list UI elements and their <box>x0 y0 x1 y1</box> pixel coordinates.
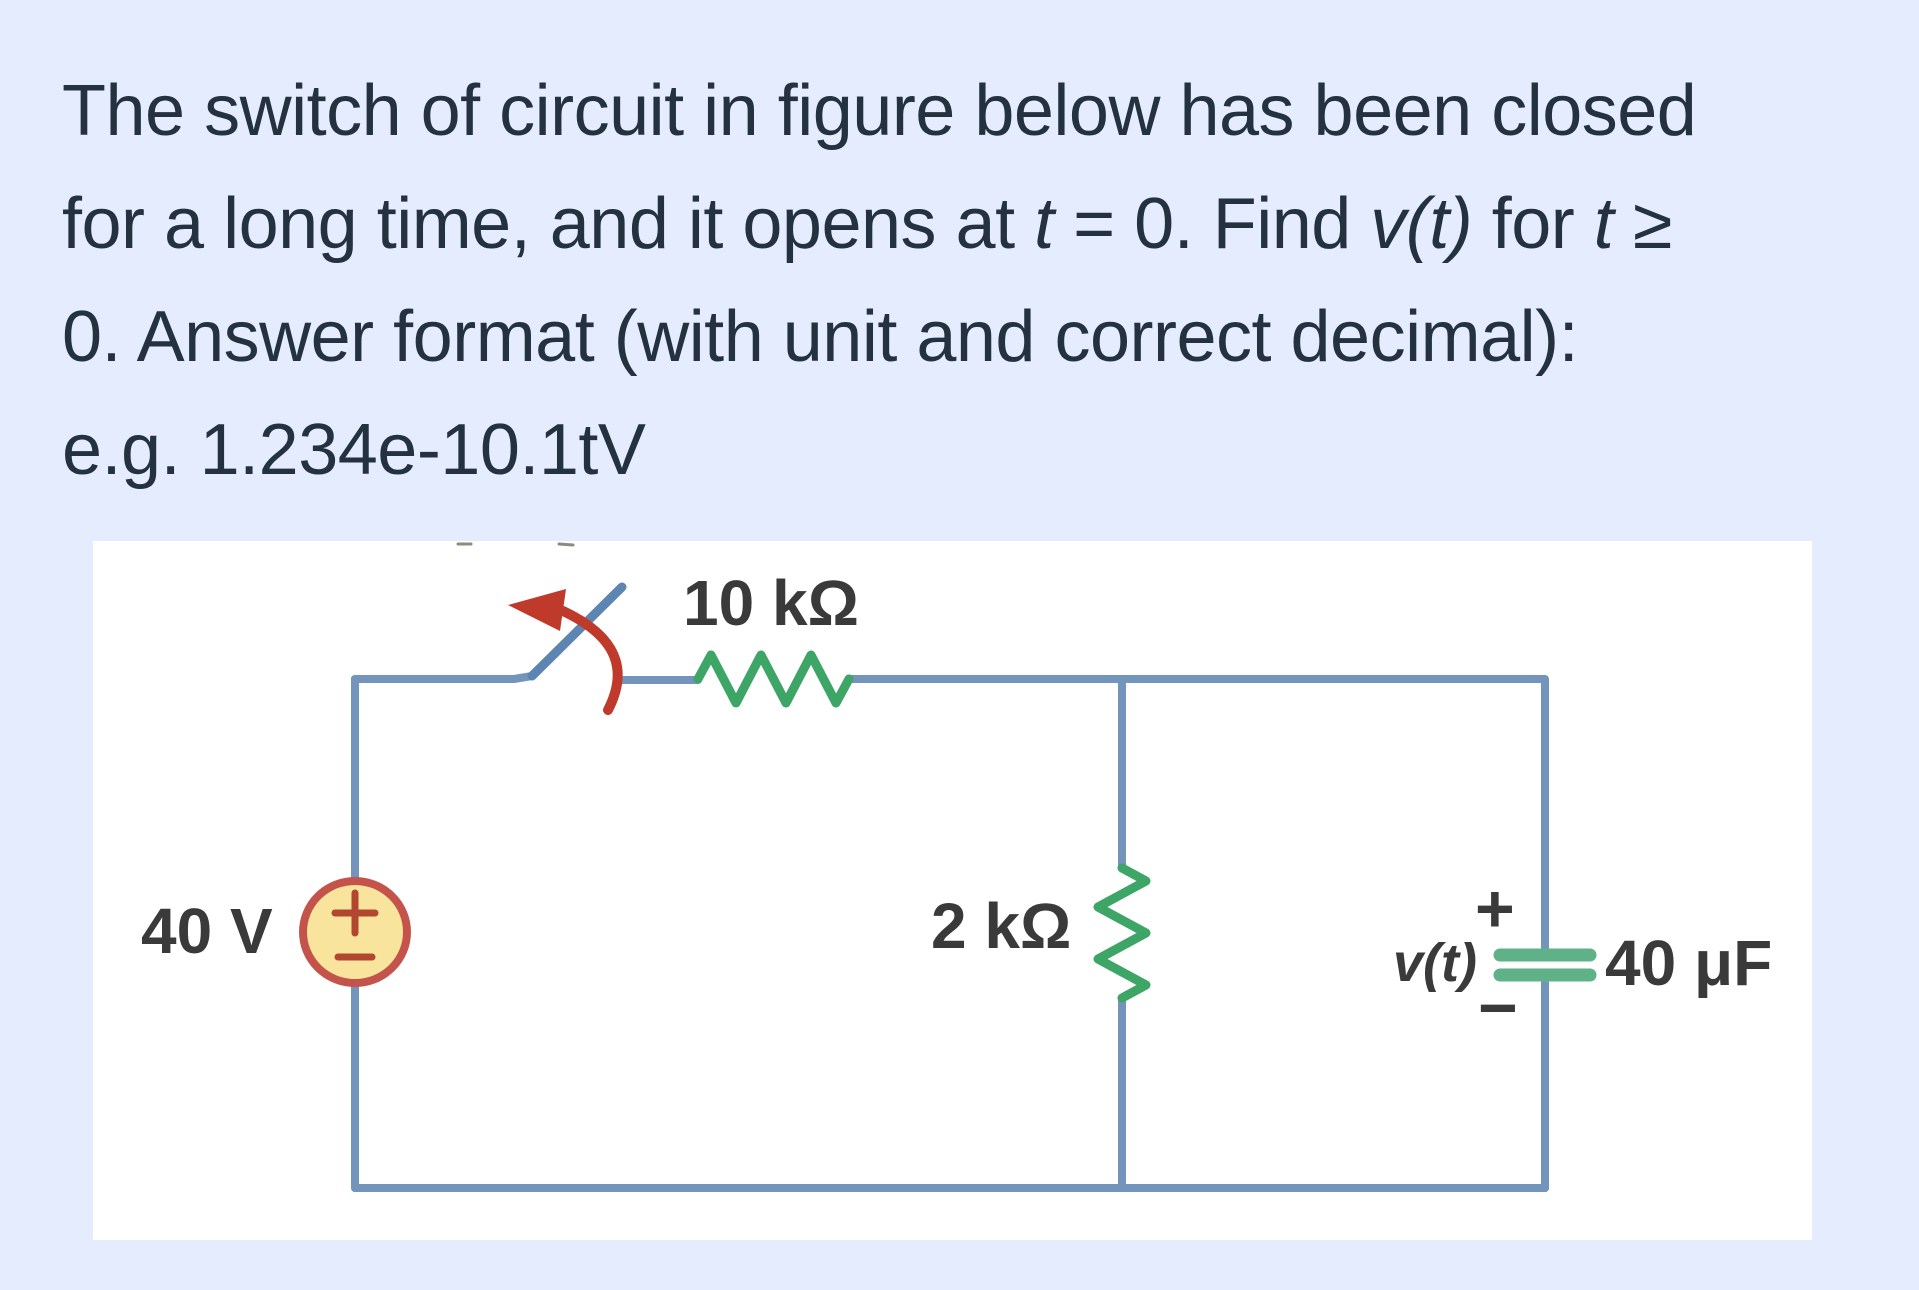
circuit-diagram <box>299 542 1597 1192</box>
switch-opening-arrow <box>558 606 623 715</box>
problem-line-1: The switch of circuit in figure below ha… <box>62 71 1697 151</box>
capacitor-plus-label: + <box>1475 871 1515 947</box>
plus-sign-icon <box>331 889 379 937</box>
problem-line-3: 0. Answer format (with unit and correct … <box>62 297 1579 377</box>
circuit-figure-panel: 10 kΩ 2 kΩ 40 V v(t) + − 40 μF <box>93 541 1812 1240</box>
source-voltage-label: 40 V <box>141 895 273 967</box>
problem-line-2-seg1: t <box>1034 184 1054 264</box>
resistor-10k-zigzag <box>693 650 854 708</box>
capacitor-value-label: 40 μF <box>1605 927 1773 999</box>
resistor-2k-label: 2 kΩ <box>931 890 1072 962</box>
clipped-mark-right <box>557 542 575 547</box>
problem-line-2-seg3: v(t) <box>1370 184 1473 264</box>
capacitor-minus-label: − <box>1478 970 1518 1046</box>
capacitor-voltage-label: v(t) <box>1393 933 1477 993</box>
problem-line-2-seg2: = 0. Find <box>1053 184 1371 264</box>
wire-top-left <box>351 672 536 683</box>
resistor-2k-zigzag <box>1093 863 1151 1003</box>
problem-line-2-seg0: for a long time, and it opens at <box>62 184 1035 264</box>
problem-line-2-seg5: t <box>1593 184 1614 264</box>
problem-line-2-seg6: ≥ <box>1613 184 1673 264</box>
problem-line-2-seg4: for <box>1472 184 1594 264</box>
switch-arrow-head-icon <box>508 589 566 631</box>
problem-line-2: for a long time, and it opens at t = 0. … <box>62 188 1672 260</box>
resistor-10k-label: 10 kΩ <box>683 567 859 639</box>
problem-line-4: e.g. 1.234e-10.1tV <box>62 410 646 490</box>
switch-blade <box>527 582 627 681</box>
wire-top-right <box>845 675 1549 952</box>
